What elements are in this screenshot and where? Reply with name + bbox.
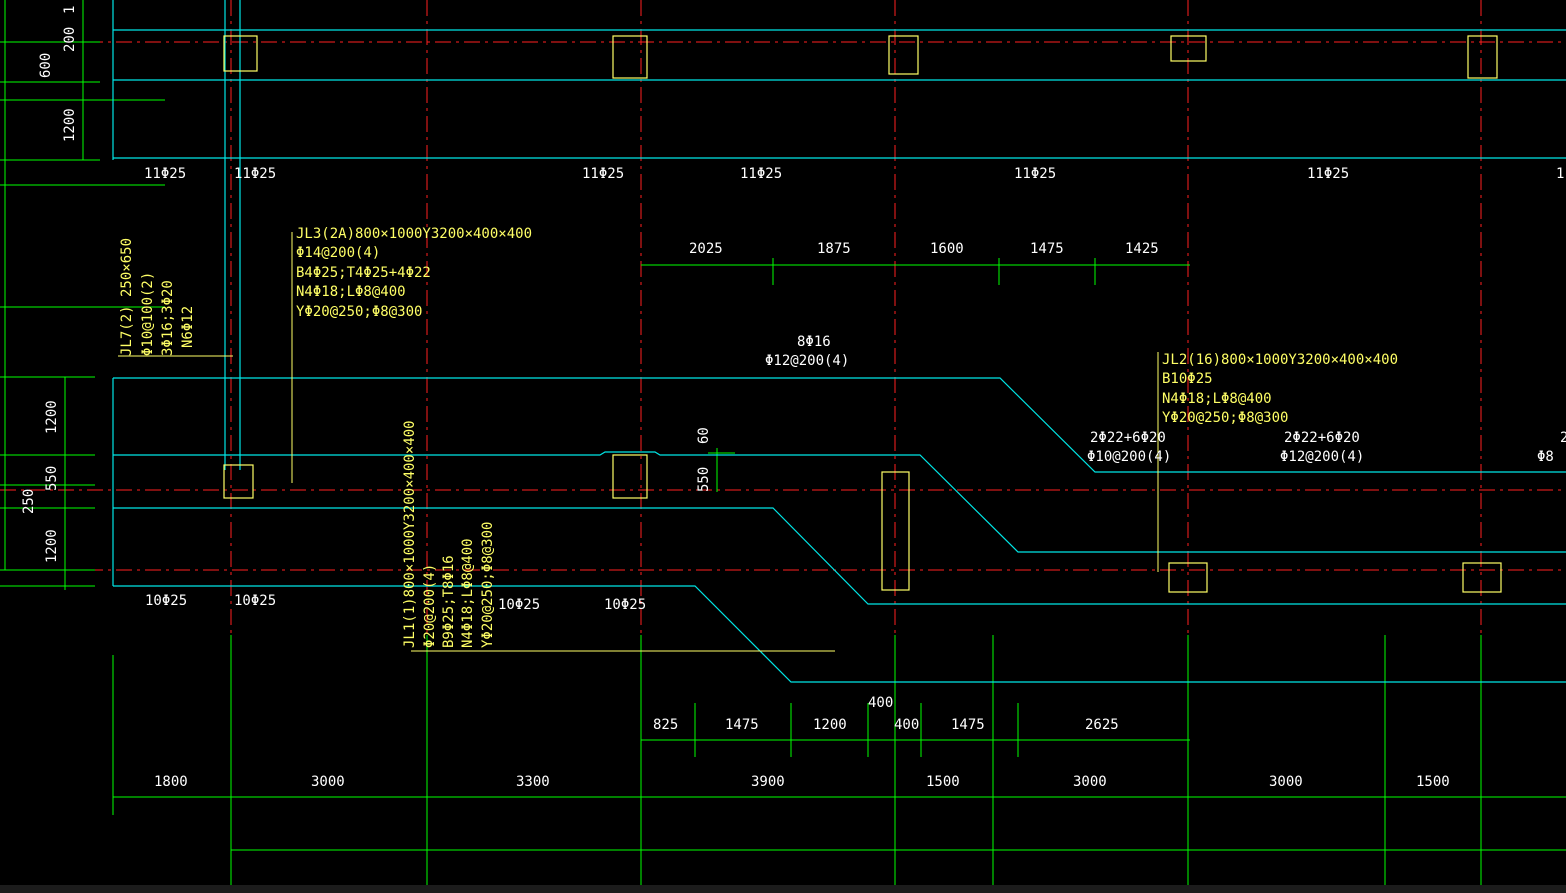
right-edge-1: 2 (1560, 430, 1566, 446)
rebar-annotations: 8Φ16 Φ12@200(4) 2Φ22+6Φ20 Φ10@200(4) 2Φ2… (765, 334, 1566, 465)
dim-text: 1475 (951, 717, 985, 733)
rebar-label: 10Φ25 (498, 597, 540, 613)
rebar-label: 11Φ25 (1307, 166, 1349, 182)
right-rebar-a-2: Φ10@200(4) (1087, 449, 1171, 465)
jl1-line-3: B9Φ25;T8Φ16 (441, 555, 457, 648)
lower-dimensions: 825 1475 1200 400 400 1475 2625 (653, 695, 1119, 733)
column (888, 35, 919, 75)
axis-lines (0, 0, 1566, 635)
rebar-label: 11Φ25 (582, 166, 624, 182)
right-edge-2: Φ8 (1537, 449, 1554, 465)
rebar-label: 11Φ25 (1014, 166, 1056, 182)
dim-text: 1500 (926, 774, 960, 790)
jl1-line-2: Φ20@200(4) (422, 564, 438, 648)
rebar-label: 10Φ25 (234, 593, 276, 609)
mid-rebar-1: 8Φ16 (797, 334, 831, 350)
jl2-annotation[interactable]: JL2(16)800×1000Y3200×400×400 B10Φ25 N4Φ1… (1162, 352, 1398, 426)
dim-text: 825 (653, 717, 678, 733)
jl3-line-1: JL3(2A)800×1000Y3200×400×400 (296, 226, 532, 242)
dim-text: 1475 (725, 717, 759, 733)
command-line-strip[interactable] (0, 885, 1566, 893)
rebar-label: 11 (1556, 166, 1566, 182)
jl3-line-3: B4Φ25;T4Φ25+4Φ22 (296, 265, 431, 281)
jl1-annotation[interactable]: JL1(1)800×1000Y3200×400×400 Φ20@200(4) B… (402, 420, 496, 648)
dim-text: 3300 (516, 774, 550, 790)
dim-text: 1600 (930, 241, 964, 257)
jl3-line-4: N4Φ18;LΦ8@400 (296, 284, 406, 300)
column (223, 464, 254, 499)
column (1462, 562, 1502, 593)
dim-text: 3900 (751, 774, 785, 790)
left-dim: 1 (62, 6, 78, 14)
jl2-line-2: B10Φ25 (1162, 371, 1213, 387)
jl7-line-4: N6Φ12 (180, 306, 196, 348)
column (1168, 562, 1208, 593)
left-dim: 1200 (44, 400, 60, 434)
rebar-label: 11Φ25 (740, 166, 782, 182)
rebar-label: 10Φ25 (604, 597, 646, 613)
jl7-line-1: JL7(2) 250×650 (119, 238, 135, 356)
left-dim: 250 (21, 489, 37, 514)
left-dimension-texts: 1 200 600 1200 1200 550 250 1200 (21, 6, 78, 563)
top-rebar-labels: 11Φ25 11Φ25 11Φ25 11Φ25 11Φ25 11Φ25 11 (144, 166, 1566, 182)
dim-text: 1425 (1125, 241, 1159, 257)
dim-text: 2025 (689, 241, 723, 257)
dim-text: 550 (696, 467, 712, 492)
jl7-line-2: Φ10@100(2) (140, 272, 156, 356)
column (1170, 35, 1207, 62)
jl3-line-5: YΦ20@250;Φ8@300 (296, 304, 422, 320)
right-rebar-b-2: Φ12@200(4) (1280, 449, 1364, 465)
right-rebar-b-1: 2Φ22+6Φ20 (1284, 430, 1360, 446)
dim-text: 1475 (1030, 241, 1064, 257)
small-dimensions: 60 550 (696, 427, 712, 492)
columns (223, 35, 1502, 593)
mid-rebar-2: Φ12@200(4) (765, 353, 849, 369)
column (223, 35, 258, 72)
column (612, 454, 648, 499)
jl3-annotation[interactable]: JL3(2A)800×1000Y3200×400×400 Φ14@200(4) … (296, 226, 532, 320)
left-dim: 550 (44, 466, 60, 491)
jl3-line-2: Φ14@200(4) (296, 245, 380, 261)
dim-text: 60 (696, 427, 712, 444)
left-dim: 1200 (44, 529, 60, 563)
jl2-line-1: JL2(16)800×1000Y3200×400×400 (1162, 352, 1398, 368)
right-rebar-a-1: 2Φ22+6Φ20 (1090, 430, 1166, 446)
upper-dimensions: 2025 1875 1600 1475 1425 (689, 241, 1159, 257)
left-dim: 1200 (62, 108, 78, 142)
left-dim: 200 (62, 27, 78, 52)
dim-text: 1875 (817, 241, 851, 257)
jl1-line-5: YΦ20@250;Φ8@300 (480, 522, 496, 648)
jl2-line-3: N4Φ18;LΦ8@400 (1162, 391, 1272, 407)
jl7-annotation[interactable]: JL7(2) 250×650 Φ10@100(2) 3Φ16;3Φ20 N6Φ1… (119, 238, 196, 356)
dim-text: 3000 (311, 774, 345, 790)
column (881, 471, 910, 591)
left-dim: 600 (38, 53, 54, 78)
dim-text: 400 (868, 695, 893, 711)
rebar-label: 11Φ25 (144, 166, 186, 182)
dim-text: 1800 (154, 774, 188, 790)
jl2-line-4: YΦ20@250;Φ8@300 (1162, 410, 1288, 426)
column (612, 35, 648, 79)
column (1467, 35, 1498, 79)
dim-text: 1200 (813, 717, 847, 733)
dim-text: 3000 (1073, 774, 1107, 790)
jl1-line-1: JL1(1)800×1000Y3200×400×400 (402, 420, 418, 648)
rebar-label: 10Φ25 (145, 593, 187, 609)
dim-text: 2625 (1085, 717, 1119, 733)
rebar-label: 11Φ25 (234, 166, 276, 182)
jl7-line-3: 3Φ16;3Φ20 (160, 280, 176, 356)
bottom-rebar-labels: 10Φ25 10Φ25 10Φ25 10Φ25 (145, 593, 646, 613)
dim-text: 3000 (1269, 774, 1303, 790)
dim-text: 400 (894, 717, 919, 733)
beam-outlines (112, 0, 1566, 683)
jl1-line-4: N4Φ18;LΦ8@400 (460, 538, 476, 648)
leader-lines (118, 232, 1159, 652)
axis-dimensions: 1800 3000 3300 3900 1500 3000 3000 1500 (154, 774, 1450, 790)
dim-text: 1500 (1416, 774, 1450, 790)
